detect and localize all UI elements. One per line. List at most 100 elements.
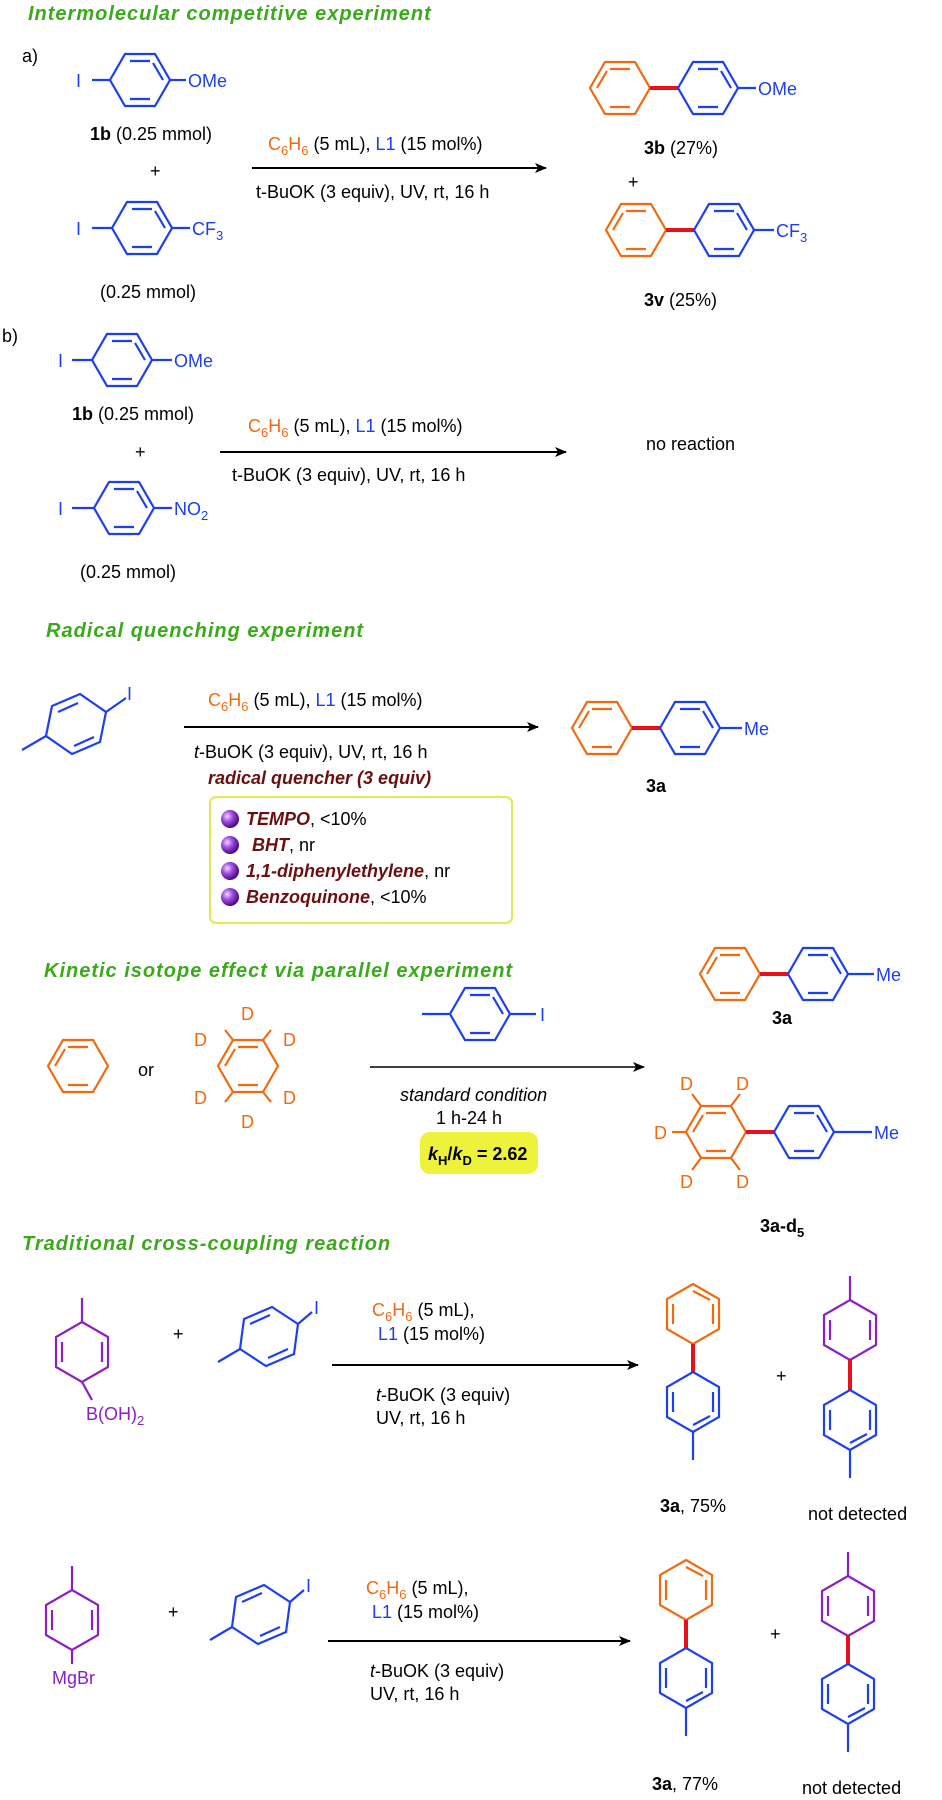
plus-sign: + [135,442,146,462]
product-3a-label: 3a [646,776,667,796]
deuterium-label: D [241,1112,254,1132]
conditions-line1: C6H6 (5 mL), L1 (15 mol%) [268,134,483,158]
iodo-label: I [314,1298,319,1318]
not-detected-text: not detected [808,1504,907,1524]
conditions-line2: t-BuOK (3 equiv), UV, rt, 16 h [194,742,427,762]
product-3a-yield: 3a, 75% [660,1496,726,1516]
not-detected-text: not detected [802,1778,901,1798]
reactant-iodoanisole-b: I OMe [58,332,213,388]
conditions-line2: t-BuOK (3 equiv), UV, rt, 16 h [256,182,489,202]
conditions-line1: C6H6 (5 mL), L1 (15 mol%) [248,416,463,440]
reactant-iodonitrobenzene: I NO2 [58,480,208,536]
purple-ball-icon [221,862,239,880]
me-label: Me [876,965,901,985]
reactant-4-iodotoluene: I [209,1576,311,1646]
iodo-label: I [540,1005,545,1025]
iodo-label: I [306,1576,311,1596]
conditions-line3: t-BuOK (3 equiv) [370,1661,504,1681]
deuterium-label: D [283,1030,296,1050]
purple-ball-icon [221,836,239,854]
product-3b: OMe [588,60,797,116]
reactant-4-iodotoluene: I [21,684,132,756]
quencher-item: 1,1-diphenylethylene, nr [246,861,450,881]
product-3a-d5: D D D D D Me [654,1074,899,1192]
deuterium-label: D [654,1123,667,1143]
reactant-2-amount: (0.25 mmol) [100,282,196,302]
standard-condition-text: standard condition [400,1085,547,1105]
boronic-acid-label: B(OH)2 [86,1404,144,1428]
time-range-text: 1 h-24 h [436,1108,502,1128]
deuterium-label: D [736,1172,749,1192]
title-radical-quenching: Radical quenching experiment [46,620,364,642]
conditions-line2: L1 (15 mol%) [372,1602,479,1622]
deuterium-label: D [194,1030,207,1050]
product-3v-label: 3v (25%) [644,290,717,310]
quencher-heading: radical quencher (3 equiv) [208,768,431,788]
title-kinetic-isotope: Kinetic isotope effect via parallel expe… [44,960,513,982]
reactant-4-iodotoluene: I [217,1298,319,1368]
deuterium-label: D [680,1074,693,1094]
plus-sign: + [628,172,639,192]
product-3a-vertical [658,1558,714,1736]
plus-sign: + [150,161,161,181]
conditions-line1: C6H6 (5 mL), [366,1578,468,1602]
iodo-label: I [58,351,63,371]
product-3a-label: 3a [772,1008,793,1028]
quencher-list: TEMPO, <10% BHT, nr 1,1-diphenylethylene… [221,809,450,907]
reactant-2-amount: (0.25 mmol) [80,562,176,582]
benzene-d6: D D D D D D [194,1004,296,1132]
conditions-line4: UV, rt, 16 h [370,1684,459,1704]
product-homocoupling [820,1552,876,1752]
purple-ball-icon [221,810,239,828]
product-3v: CF3 [604,202,807,258]
ome-label: OMe [174,351,213,371]
product-3b-label: 3b (27%) [644,138,718,158]
title-intermolecular: Intermolecular competitive experiment [28,3,432,25]
cf3-label: CF3 [192,219,223,243]
product-homocoupling [822,1276,878,1478]
product-3a-yield: 3a, 77% [652,1774,718,1794]
plus-sign: + [173,1324,184,1344]
deuterium-label: D [283,1088,296,1108]
part-a-label: a) [22,46,38,66]
quencher-item: Benzoquinone, <10% [246,887,427,907]
reactant-tolylmagnesium-bromide: MgBr [44,1566,100,1688]
quencher-item: BHT, nr [252,835,315,855]
benzene [46,1038,110,1094]
conditions-line4: UV, rt, 16 h [376,1408,465,1428]
reactant-1b-label: 1b (0.25 mmol) [72,404,194,424]
reactant-tolylboronic-acid: B(OH)2 [54,1298,144,1428]
me-label: Me [874,1123,899,1143]
part-b-label: b) [2,326,18,346]
product-3a-kie: Me [698,946,901,1002]
reactant-iodobenzotrifluoride: I CF3 [76,200,223,256]
kie-value: kH/kD = 2.62 [428,1144,527,1168]
no-reaction-text: no reaction [646,434,735,454]
iodo-label: I [76,219,81,239]
iodo-label: I [127,684,132,704]
deuterium-label: D [194,1088,207,1108]
plus-sign: + [168,1602,179,1622]
deuterium-label: D [241,1004,254,1024]
grignard-label: MgBr [52,1668,95,1688]
kie-highlight [420,1132,538,1174]
reactant-1b-label: 1b (0.25 mmol) [90,124,212,144]
reactant-iodoanisole-a: I OMe [76,52,227,108]
conditions-line1: C6H6 (5 mL), [372,1300,474,1324]
deuterium-label: D [680,1172,693,1192]
quencher-box [209,796,513,924]
title-traditional-coupling: Traditional cross-coupling reaction [22,1233,391,1255]
reagent-4-iodotoluene: I [422,986,545,1042]
iodo-label: I [76,71,81,91]
ome-label: OMe [758,79,797,99]
product-3a-vertical [665,1282,721,1460]
product-3a-d5-label: 3a-d5 [760,1216,804,1240]
plus-sign: + [776,1366,787,1386]
conditions-line3: t-BuOK (3 equiv) [376,1385,510,1405]
or-label: or [138,1060,154,1080]
cf3-label: CF3 [776,221,807,245]
plus-sign: + [770,1624,781,1644]
me-label: Me [744,719,769,739]
no2-label: NO2 [174,499,208,523]
